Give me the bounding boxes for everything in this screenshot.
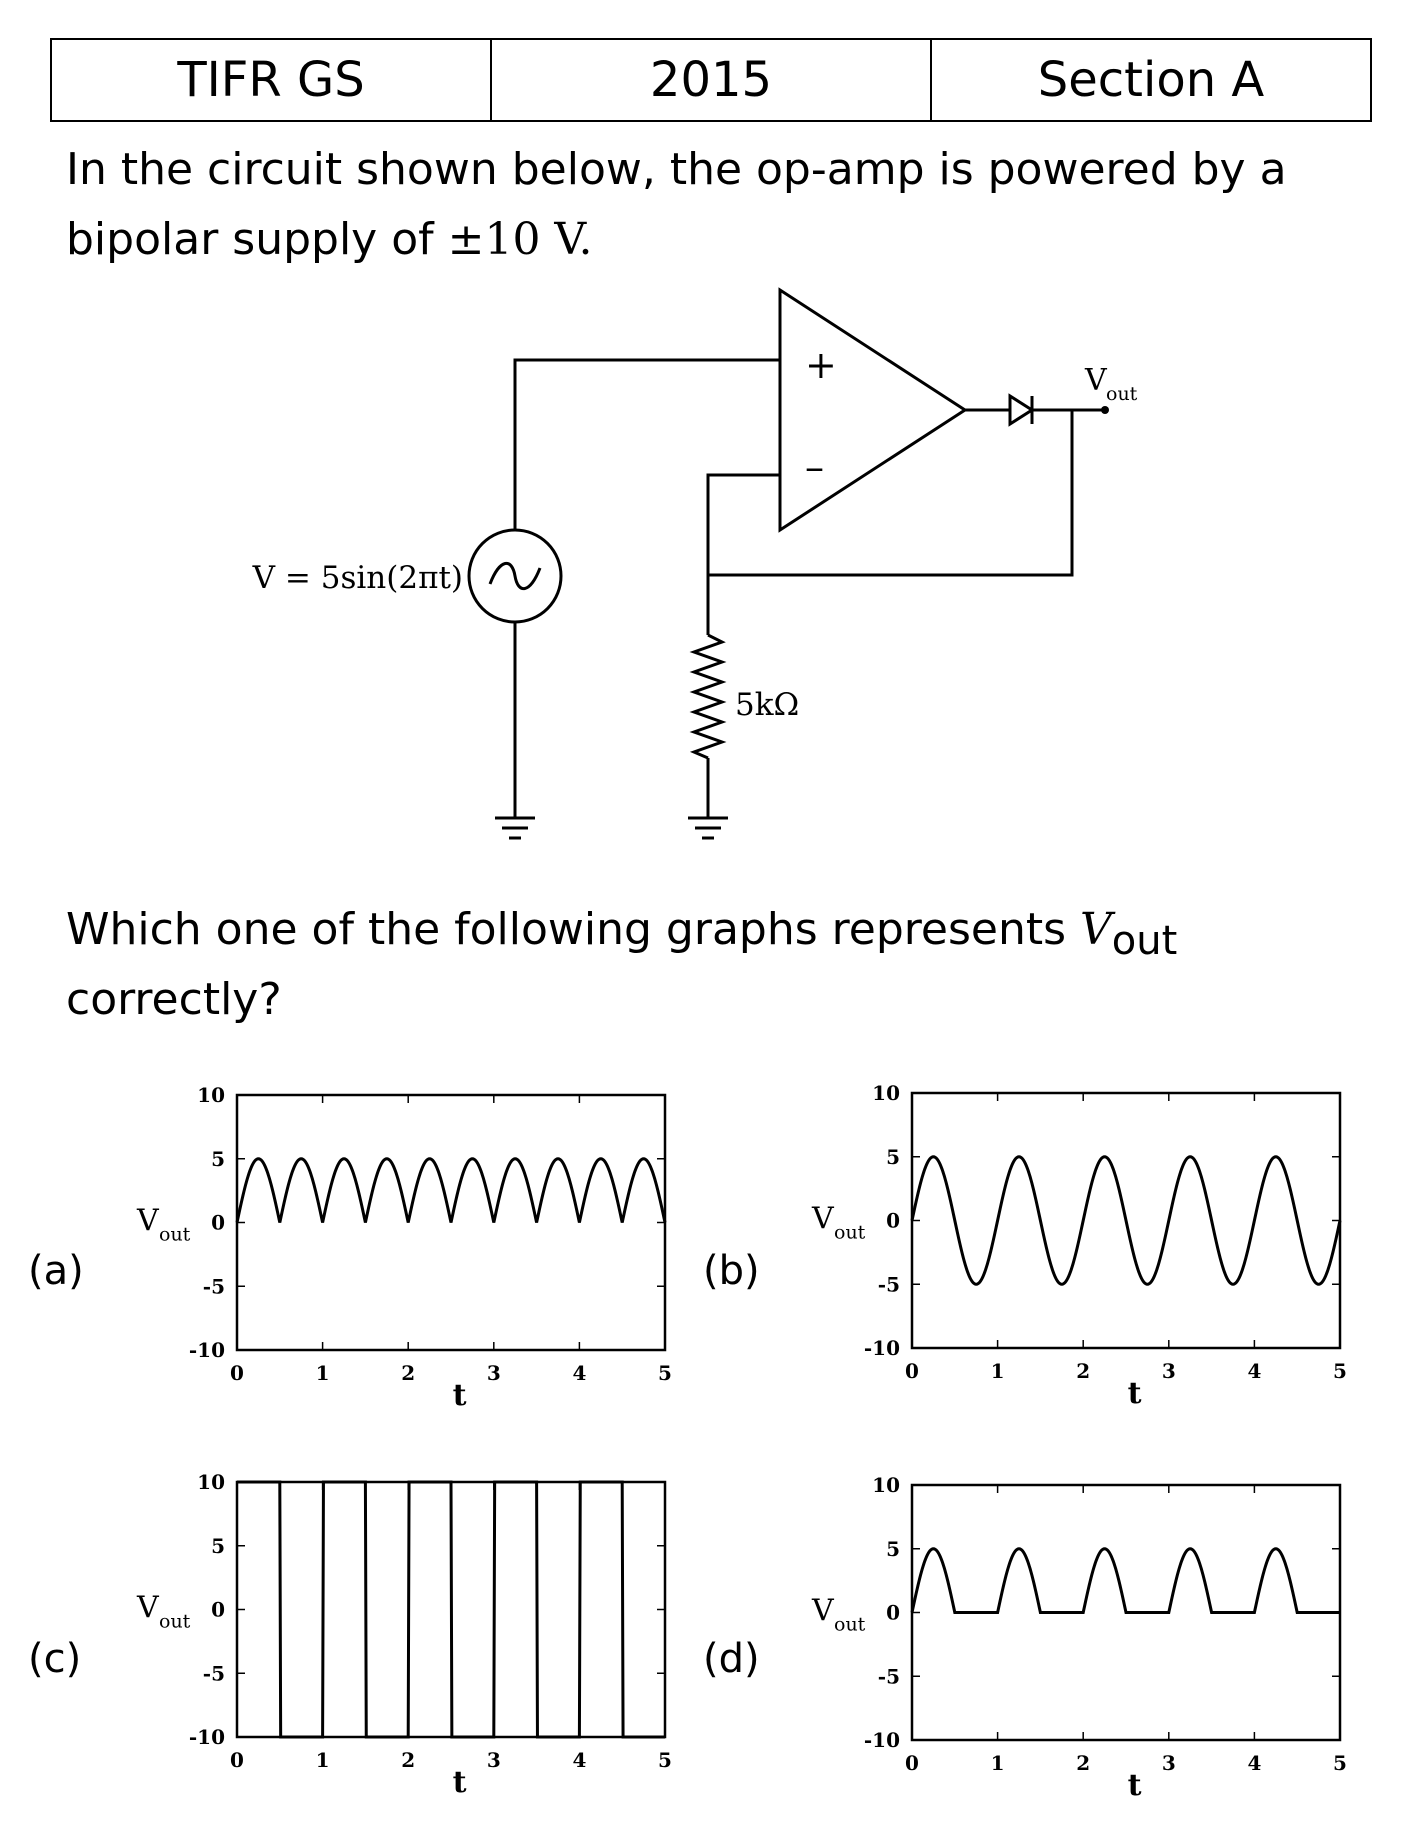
y-axis-label-sub: out: [834, 1614, 866, 1636]
x-tick-label: 5: [658, 1361, 672, 1385]
y-axis-label-sub: out: [159, 1224, 191, 1246]
x-tick-label: 5: [1333, 1751, 1347, 1775]
y-tick-label: 0: [211, 1598, 225, 1622]
y-tick-label: -10: [864, 1336, 900, 1360]
y-axis-label: V: [811, 1202, 835, 1237]
y-tick-label: -5: [203, 1274, 225, 1298]
wire-feedback: [708, 410, 1074, 577]
sine-icon: [488, 562, 542, 590]
x-axis-label: t: [1128, 1768, 1142, 1803]
y-tick-label: -10: [189, 1338, 225, 1362]
question-text-prefix: Which one of the following graphs repres…: [66, 904, 1080, 955]
option-a-label[interactable]: (a): [28, 1248, 84, 1294]
x-tick-label: 0: [230, 1748, 244, 1772]
y-tick-label: 5: [211, 1147, 225, 1171]
source-label: V = 5sin(2πt): [252, 560, 463, 596]
y-tick-label: 0: [886, 1601, 900, 1625]
question-line-3: Which one of the following graphs repres…: [66, 895, 1177, 976]
y-axis-label: V: [136, 1591, 160, 1626]
y-tick-label: 0: [886, 1209, 900, 1233]
opamp-triangle: [778, 287, 968, 533]
header-exam: TIFR GS: [52, 40, 492, 120]
y-tick-label: 5: [886, 1537, 900, 1561]
x-tick-label: 5: [658, 1748, 672, 1772]
x-tick-label: 1: [991, 1359, 1005, 1383]
question-text: In the circuit shown below, the op-amp i…: [66, 144, 1287, 195]
output-node: [1101, 406, 1109, 414]
x-tick-label: 2: [401, 1748, 415, 1772]
resistor-label: 5kΩ: [735, 687, 799, 723]
y-axis-label-sub: out: [834, 1222, 866, 1244]
x-tick-label: 1: [991, 1751, 1005, 1775]
x-tick-label: 2: [1076, 1359, 1090, 1383]
x-tick-label: 1: [316, 1748, 330, 1772]
y-tick-label: 5: [211, 1534, 225, 1558]
x-tick-label: 1: [316, 1361, 330, 1385]
output-label: V: [1084, 363, 1108, 398]
x-tick-label: 3: [487, 1748, 501, 1772]
question-text: correctly?: [66, 974, 282, 1025]
y-tick-label: -5: [878, 1664, 900, 1688]
y-tick-label: -5: [878, 1272, 900, 1296]
y-axis-label: V: [811, 1594, 835, 1629]
x-axis-label: t: [453, 1378, 467, 1413]
vout-subscript: out: [1111, 918, 1178, 964]
y-tick-label: 10: [872, 1083, 900, 1105]
vout-series: [235, 1157, 667, 1223]
y-tick-label: 10: [872, 1475, 900, 1497]
y-tick-label: 0: [211, 1211, 225, 1235]
wire-noninverting: [513, 358, 780, 530]
header-section: Section A: [1037, 52, 1265, 108]
y-axis-label: V: [136, 1204, 160, 1239]
x-tick-label: 5: [1333, 1359, 1347, 1383]
question-text-prefix: bipolar supply of: [66, 214, 448, 265]
output-label-sub: out: [1106, 383, 1138, 405]
resistor-icon: [689, 633, 727, 760]
supply-voltage: ±10 V.: [447, 214, 593, 265]
vout-series: [910, 1547, 1340, 1614]
question-line-4: correctly?: [66, 965, 282, 1035]
y-tick-label: 10: [197, 1085, 225, 1107]
x-tick-label: 3: [487, 1361, 501, 1385]
x-tick-label: 3: [1162, 1359, 1176, 1383]
header-table: TIFR GS 2015 Section A: [50, 38, 1372, 122]
vout-variable: V: [1080, 904, 1112, 955]
option-c-label[interactable]: (c): [28, 1636, 82, 1682]
diode-icon: [1008, 393, 1035, 427]
x-axis-label: t: [1128, 1376, 1142, 1411]
x-axis-label: t: [453, 1765, 467, 1800]
y-tick-label: -10: [189, 1725, 225, 1749]
x-tick-label: 4: [572, 1361, 586, 1385]
minus-sign: –: [805, 445, 824, 489]
x-tick-label: 0: [905, 1751, 919, 1775]
x-tick-label: 4: [1247, 1359, 1261, 1383]
x-tick-label: 0: [230, 1361, 244, 1385]
x-tick-label: 2: [1076, 1751, 1090, 1775]
question-line-2: bipolar supply of ±10 V.: [66, 205, 593, 275]
plus-sign: +: [805, 343, 837, 387]
vout-series: [910, 1155, 1342, 1286]
y-tick-label: 10: [197, 1472, 225, 1494]
x-tick-label: 0: [905, 1359, 919, 1383]
wire-inverting: [706, 473, 780, 635]
question-line-1: In the circuit shown below, the op-amp i…: [66, 135, 1287, 205]
y-axis-label-sub: out: [159, 1611, 191, 1633]
option-b-label[interactable]: (b): [703, 1248, 760, 1294]
y-tick-label: -5: [203, 1661, 225, 1685]
x-tick-label: 4: [1247, 1751, 1261, 1775]
y-tick-label: -10: [864, 1728, 900, 1752]
circuit-diagram: + – V = 5sin(2πt) 5kΩ V out: [252, 287, 1138, 840]
x-tick-label: 4: [572, 1748, 586, 1772]
option-d-label[interactable]: (d): [703, 1636, 760, 1682]
ac-source: [467, 528, 563, 624]
x-tick-label: 3: [1162, 1751, 1176, 1775]
x-tick-label: 2: [401, 1361, 415, 1385]
y-tick-label: 5: [886, 1145, 900, 1169]
header-year: 2015: [492, 40, 932, 120]
vout-series: [237, 1480, 665, 1739]
